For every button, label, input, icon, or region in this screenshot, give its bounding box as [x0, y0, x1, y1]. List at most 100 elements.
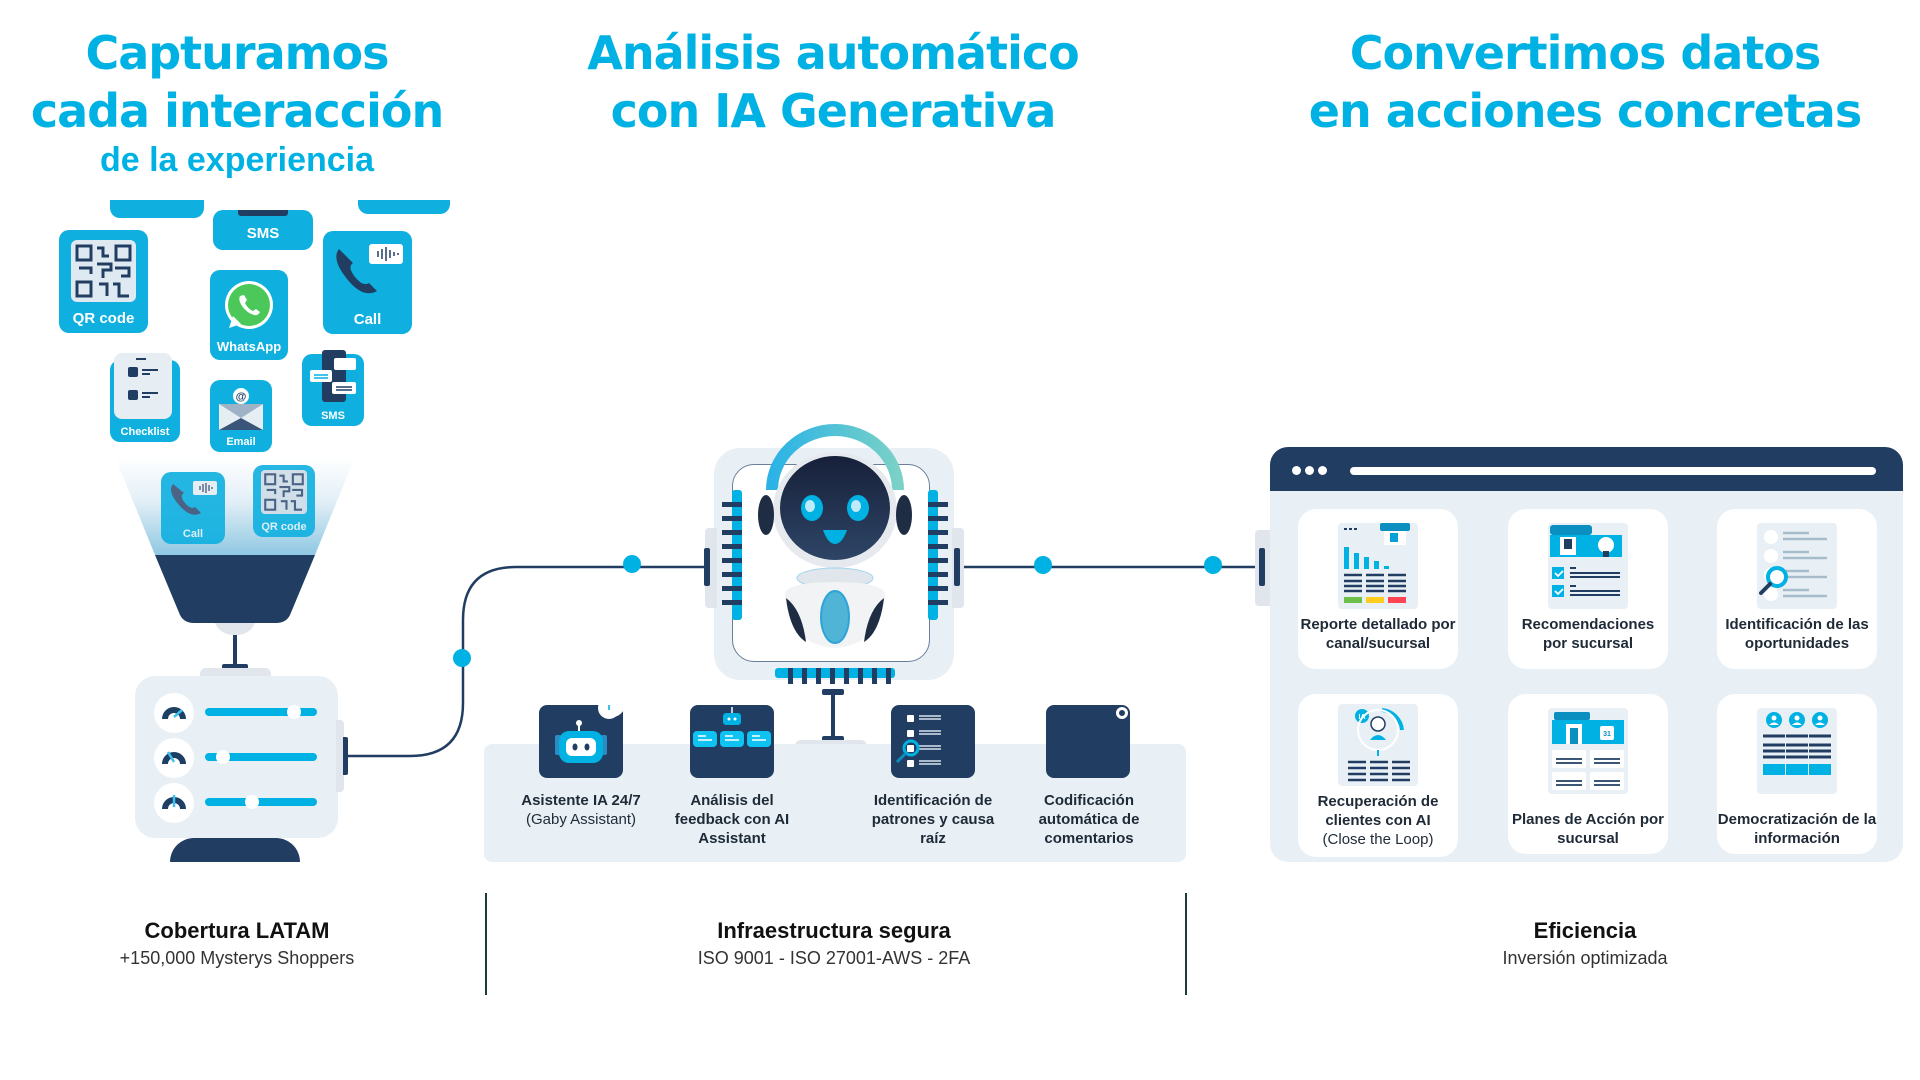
- caption-heading: Infraestructura segura: [717, 918, 951, 943]
- connector-plug: [343, 737, 348, 775]
- title-line: Capturamos: [85, 26, 389, 80]
- connector-dot: [1034, 556, 1052, 574]
- channel-label: Call: [182, 528, 204, 540]
- store-recommendation-icon: [1548, 523, 1628, 609]
- channel-label: SMS: [246, 225, 280, 242]
- title-line: Análisis automático: [587, 26, 1079, 80]
- control-panel-side-tab: [336, 720, 344, 792]
- slider-track[interactable]: [205, 708, 317, 716]
- channel-label: Email: [226, 436, 256, 448]
- feature-light: (Gaby Assistant): [525, 811, 637, 828]
- robot-plug-left: [704, 548, 710, 586]
- gauge-icon: [154, 738, 194, 778]
- opportunity-search-icon: [1757, 523, 1837, 609]
- outcome-bold: Recuperación de clientes con AI: [1317, 793, 1439, 829]
- slider-track[interactable]: [205, 798, 317, 806]
- slider-thumb[interactable]: [287, 705, 301, 719]
- title-analysis: Análisis automático con IA Generativa: [563, 24, 1103, 140]
- channel-label: SMS: [321, 410, 345, 422]
- svg-text:@: @: [236, 391, 247, 403]
- control-panel: [135, 676, 338, 838]
- checklist-icon: [114, 353, 172, 419]
- address-bar: [1350, 467, 1876, 475]
- robot-stand-pole: [831, 690, 835, 742]
- channel-whatsapp: WhatsApp: [210, 270, 288, 360]
- channel-qr-code: QR code: [59, 230, 148, 333]
- slider-row: [154, 783, 324, 823]
- channel-email: @ Email: [210, 380, 272, 452]
- channel-sms-top: SMS: [213, 210, 313, 250]
- feedback-analysis-icon: [690, 705, 774, 778]
- outcome-card: 31 Planes de Acción por sucursal: [1508, 694, 1668, 854]
- channel-checklist: Checklist: [110, 353, 180, 442]
- connector-dot: [453, 649, 471, 667]
- channel-label: WhatsApp: [216, 339, 282, 354]
- chip-pins: [722, 490, 948, 684]
- partial-tile: [358, 200, 450, 214]
- feature-bold: Identificación de patrones y causa raíz: [871, 792, 995, 847]
- outcome-card: Recomendaciones por sucursal: [1508, 509, 1668, 669]
- report-chart-icon: [1338, 523, 1418, 609]
- caption-text: Inversión optimizada: [1502, 948, 1668, 968]
- slider-thumb[interactable]: [216, 750, 230, 764]
- feature-bold: Análisis del feedback con AI Assistant: [674, 792, 790, 847]
- ai-feature-label: Análisis del feedback con AI Assistant: [667, 791, 797, 848]
- divider: [1185, 893, 1187, 995]
- channel-call: Call: [323, 231, 412, 334]
- svg-text:31: 31: [1603, 731, 1611, 738]
- connector-dot: [623, 555, 641, 573]
- connector-dot: [1204, 556, 1222, 574]
- partial-tile: [110, 200, 204, 218]
- caption-text: +150,000 Mysterys Shoppers: [119, 948, 355, 968]
- channel-label: QR code: [261, 521, 307, 533]
- channel-label: Call: [353, 311, 382, 328]
- channel-sms: SMS: [302, 350, 364, 426]
- caption-coverage: Cobertura LATAM +150,000 Mysterys Shoppe…: [37, 918, 437, 969]
- dashboard-window: Reporte detallado por canal/sucursal Rec…: [1270, 447, 1903, 862]
- caption-infrastructure: Infraestructura segura ISO 9001 - ISO 27…: [634, 918, 1034, 969]
- outcome-label: Reporte detallado por canal/sucursal: [1300, 616, 1456, 652]
- title-actions: Convertimos datos en acciones concretas: [1295, 24, 1875, 140]
- robot-stand-cap: [822, 689, 844, 695]
- sms-icon: [238, 210, 288, 216]
- robot-stand-cap: [822, 736, 844, 742]
- phone-call-icon: [331, 241, 406, 301]
- caption-text: ISO 9001 - ISO 27001-AWS - 2FA: [697, 948, 971, 968]
- outcome-card: Identificación de las oportunidades: [1717, 509, 1877, 669]
- title-line: Convertimos datos: [1349, 26, 1822, 80]
- dashboard-plug: [1259, 548, 1265, 586]
- outcome-card: Reporte detallado por canal/sucursal: [1298, 509, 1458, 669]
- robot-assistant-icon: [539, 697, 623, 778]
- control-panel-base: [170, 838, 300, 862]
- funnel-channel-qr-code: QR code: [253, 465, 315, 537]
- title-line: en acciones concretas: [1308, 84, 1862, 138]
- pattern-search-icon: [891, 705, 975, 778]
- title-line: cada interacción: [30, 84, 444, 138]
- ai-feature-label: Codificación automática de comentarios: [1022, 791, 1156, 848]
- gauge-icon: [154, 693, 194, 733]
- shared-info-icon: [1757, 708, 1837, 794]
- customer-recovery-icon: IA: [1338, 704, 1418, 786]
- slider-row: [154, 693, 324, 733]
- slider-track[interactable]: [205, 753, 317, 761]
- funnel-channel-call: Call: [161, 472, 225, 544]
- chat-phone-icon: [306, 348, 362, 404]
- qr-code-icon: [71, 240, 136, 302]
- outcome-label: Planes de Acción por sucursal: [1512, 811, 1664, 847]
- window-dot-icon: [1305, 466, 1314, 475]
- ai-feature-label: Asistente IA 24/7 (Gaby Assistant): [511, 791, 651, 829]
- title-subline: de la experiencia: [99, 141, 375, 179]
- window-dot-icon: [1318, 466, 1327, 475]
- whatsapp-icon: [221, 278, 277, 334]
- window-dot-icon: [1292, 466, 1301, 475]
- auto-coding-icon: [1046, 705, 1130, 778]
- outcome-label: Recomendaciones por sucursal: [1521, 616, 1655, 652]
- gauge-icon: [154, 783, 194, 823]
- channel-label: Checklist: [120, 426, 170, 438]
- slider-thumb[interactable]: [245, 795, 259, 809]
- phone-call-icon: [167, 478, 219, 518]
- outcome-card: IA Recuperación de clientes con AI (Clos…: [1298, 694, 1458, 857]
- qr-code-icon: [261, 470, 307, 514]
- channel-label: QR code: [72, 310, 135, 327]
- caption-efficiency: Eficiencia Inversión optimizada: [1385, 918, 1785, 969]
